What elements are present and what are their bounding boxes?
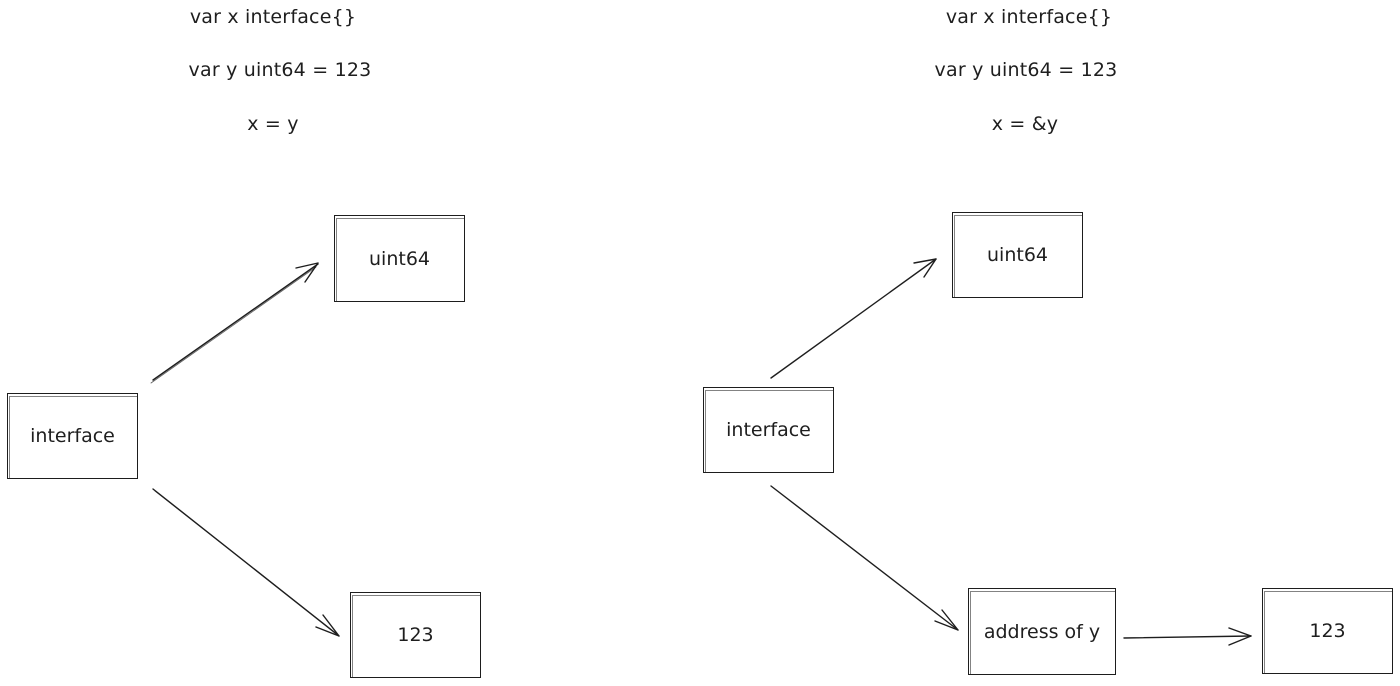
right-type-box[interactable]: uint64 [952, 212, 1083, 298]
left-value-label: 123 [397, 624, 434, 646]
left-interface-label: interface [30, 425, 115, 447]
left-interface-box[interactable]: interface [7, 393, 138, 479]
arrow-left-interface-to-type [150, 262, 319, 384]
left-code-line-3: x = y [247, 113, 299, 135]
left-code-line-1: var x interface{} [189, 6, 357, 28]
arrow-left-interface-to-value [152, 488, 340, 637]
arrow-right-interface-to-type [770, 258, 937, 379]
right-value-label: 123 [1309, 620, 1346, 642]
right-pointer-box[interactable]: address of y [968, 588, 1116, 675]
right-pointer-label: address of y [983, 620, 1101, 643]
left-code-line-2: var y uint64 = 123 [188, 59, 372, 81]
arrow-right-pointer-to-value [1123, 627, 1252, 646]
right-interface-box[interactable]: interface [703, 387, 834, 473]
right-code-line-3: x = &y [991, 113, 1059, 135]
left-type-box[interactable]: uint64 [334, 215, 465, 302]
right-code-line-2: var y uint64 = 123 [934, 59, 1118, 81]
arrow-right-interface-to-pointer [770, 485, 959, 631]
right-value-box[interactable]: 123 [1262, 588, 1393, 674]
right-type-label: uint64 [987, 244, 1048, 266]
left-value-box[interactable]: 123 [350, 592, 481, 678]
left-type-label: uint64 [369, 247, 430, 270]
right-code-line-1: var x interface{} [945, 6, 1113, 28]
right-interface-label: interface [726, 419, 811, 441]
